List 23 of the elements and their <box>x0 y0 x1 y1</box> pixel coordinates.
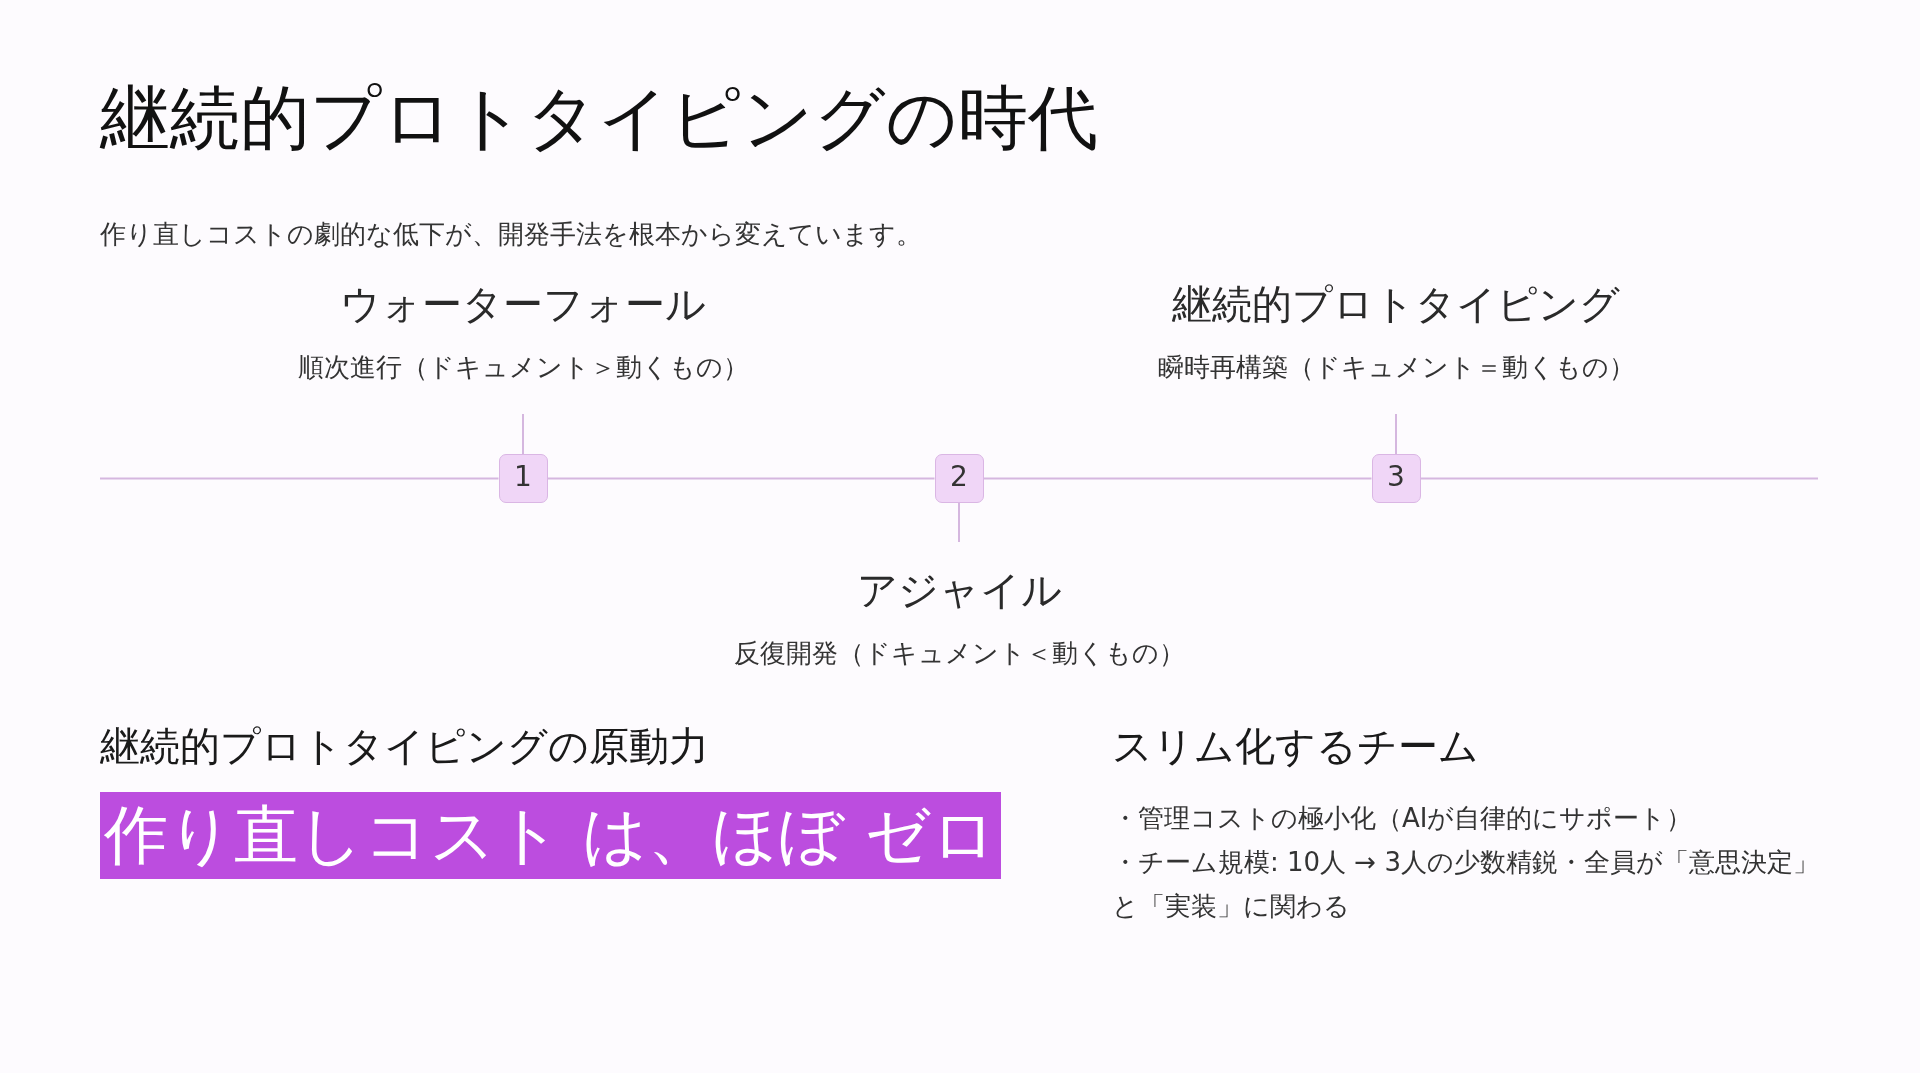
tick-line <box>1395 413 1397 455</box>
timeline-line <box>1419 477 1819 480</box>
tick-line <box>958 502 960 543</box>
step-number-marker: 2 <box>934 454 984 503</box>
timeline-line <box>546 477 936 480</box>
section-heading: スリム化するチーム <box>1112 722 1479 770</box>
timeline-heading: ウォーターフォール <box>340 280 706 328</box>
subtitle-text: 作り直しコストの劇的な低下が、開発手法を根本から変えています。 <box>100 218 922 251</box>
section-heading: 継続的プロトタイピングの原動力 <box>100 722 709 770</box>
tick-line <box>522 413 524 455</box>
highlighted-statement: 作り直しコスト は、ほぼ ゼロ <box>100 792 1001 879</box>
bullet-text: ・チーム規模: 10人 → 3人の少数精鋭・全員が「意思決定」と「実装」に関わる <box>1112 846 1820 923</box>
step-number-marker: 1 <box>498 454 548 503</box>
timeline-heading: アジャイル <box>856 566 1062 614</box>
bullet-text: ・管理コストの極小化（AIが自律的にサポート） <box>1112 802 1693 835</box>
slide-title: 継続的プロトタイピングの時代 <box>100 76 1098 160</box>
timeline-line <box>99 477 500 480</box>
step-number-marker: 3 <box>1371 454 1421 503</box>
timeline-description: 順次進行（ドキュメント＞動くもの） <box>297 351 749 384</box>
timeline-line <box>982 477 1373 480</box>
timeline-description: 瞬時再構築（ドキュメント＝動くもの） <box>1157 351 1635 384</box>
timeline-heading: 継続的プロトタイピング <box>1172 280 1620 328</box>
timeline-description: 反復開発（ドキュメント＜動くもの） <box>733 637 1185 670</box>
